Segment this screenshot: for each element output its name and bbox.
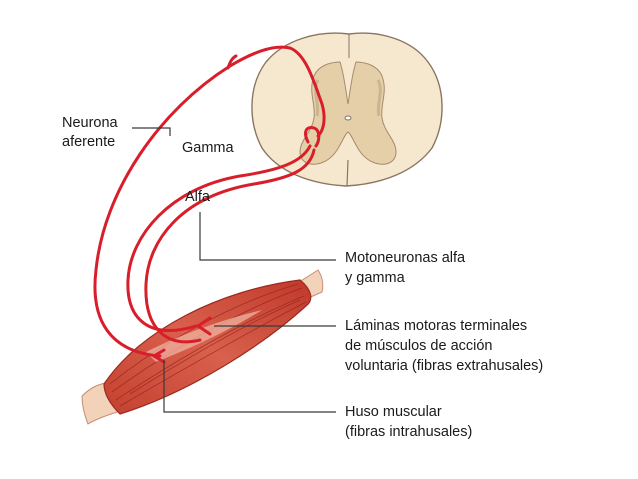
gray-matter-horn-left	[314, 79, 320, 117]
spinal-cord-section	[251, 32, 443, 187]
gamma-motor-fiber	[126, 144, 312, 332]
label-huso-line2: (fibras intrahusales)	[345, 424, 473, 440]
label-neurona-aferente-line2: aferente	[62, 134, 116, 150]
muscle	[81, 269, 324, 425]
leader-huso	[163, 360, 336, 413]
nerve-fibers	[93, 45, 326, 364]
label-laminas-line3: voluntaria (fibras extrahusales)	[345, 358, 544, 374]
label-alfa: Alfa	[185, 189, 210, 205]
motoneuron-soma	[304, 126, 321, 148]
spinal-cord-gray-matter	[299, 61, 397, 165]
gray-matter-horn-right	[376, 79, 382, 117]
label-motoneuronas-line1: Motoneuronas alfa	[345, 250, 466, 266]
central-canal	[344, 115, 352, 121]
label-laminas-line1: Láminas motoras terminales	[345, 318, 528, 334]
spindle-ending-arrow	[151, 348, 166, 364]
motor-end-plate-arrow	[195, 316, 212, 336]
afferent-ganglion-branch	[226, 54, 238, 70]
leader-neurona-aferente	[132, 127, 171, 136]
muscle-spindle	[146, 310, 262, 362]
alpha-motor-fiber	[144, 148, 316, 344]
label-motoneuronas-line2: y gamma	[345, 270, 405, 286]
label-gamma: Gamma	[182, 140, 234, 156]
leader-motoneuronas	[199, 212, 336, 261]
leader-lines	[132, 127, 336, 413]
label-huso-line1: Huso muscular	[345, 404, 442, 420]
anterior-fissure	[346, 159, 349, 187]
label-neurona-aferente-line1: Neurona	[62, 115, 118, 131]
label-laminas-line2: de músculos de acción	[345, 338, 493, 354]
